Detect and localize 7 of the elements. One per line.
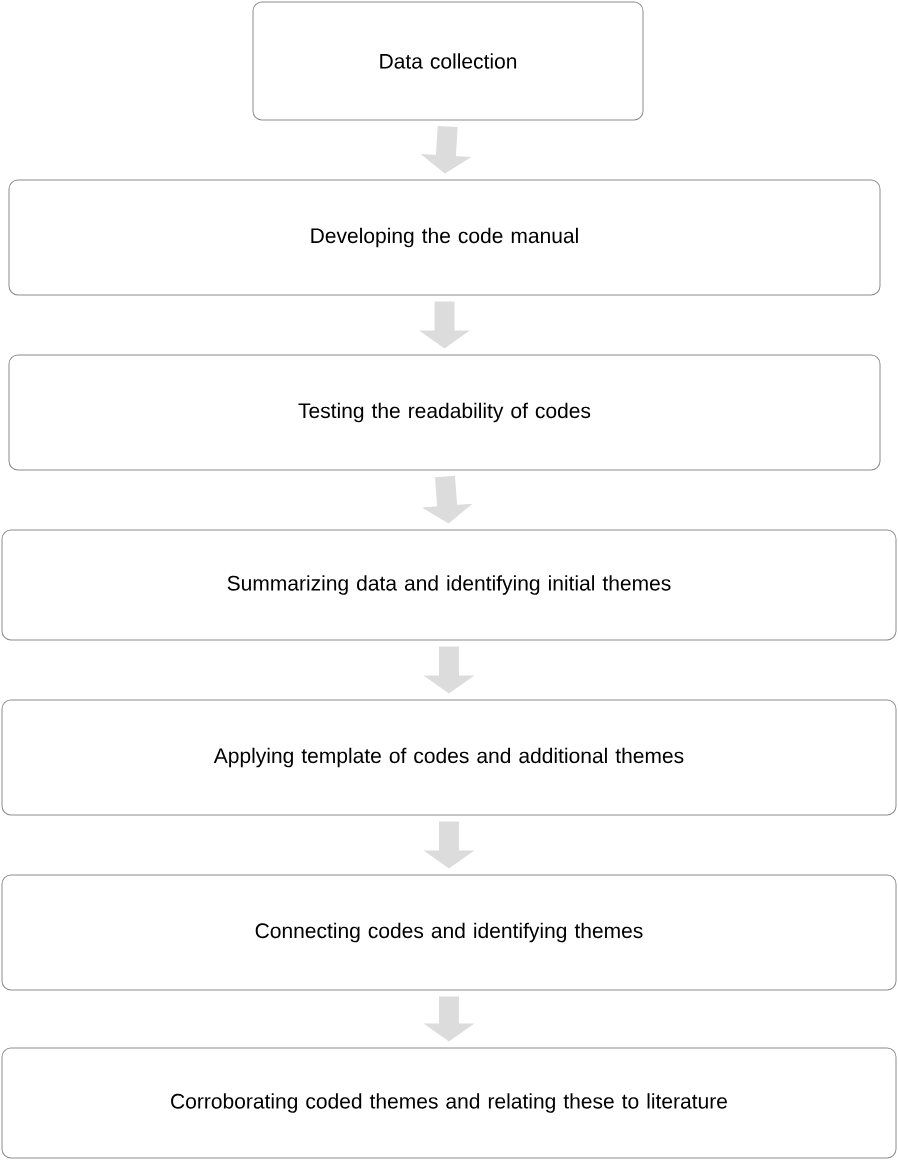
process-box: Summarizing data and identifying initial themes: [1, 529, 897, 641]
process-box: Testing the readability of codes: [8, 354, 881, 471]
process-box: Corroborating coded themes and relating these to literature: [1, 1047, 897, 1159]
process-box: Applying template of codes and additional themes: [1, 699, 897, 816]
process-box: Data collection: [252, 1, 644, 121]
process-box: Developing the code manual: [8, 179, 881, 296]
process-box: Connecting codes and identifying themes: [1, 874, 897, 991]
